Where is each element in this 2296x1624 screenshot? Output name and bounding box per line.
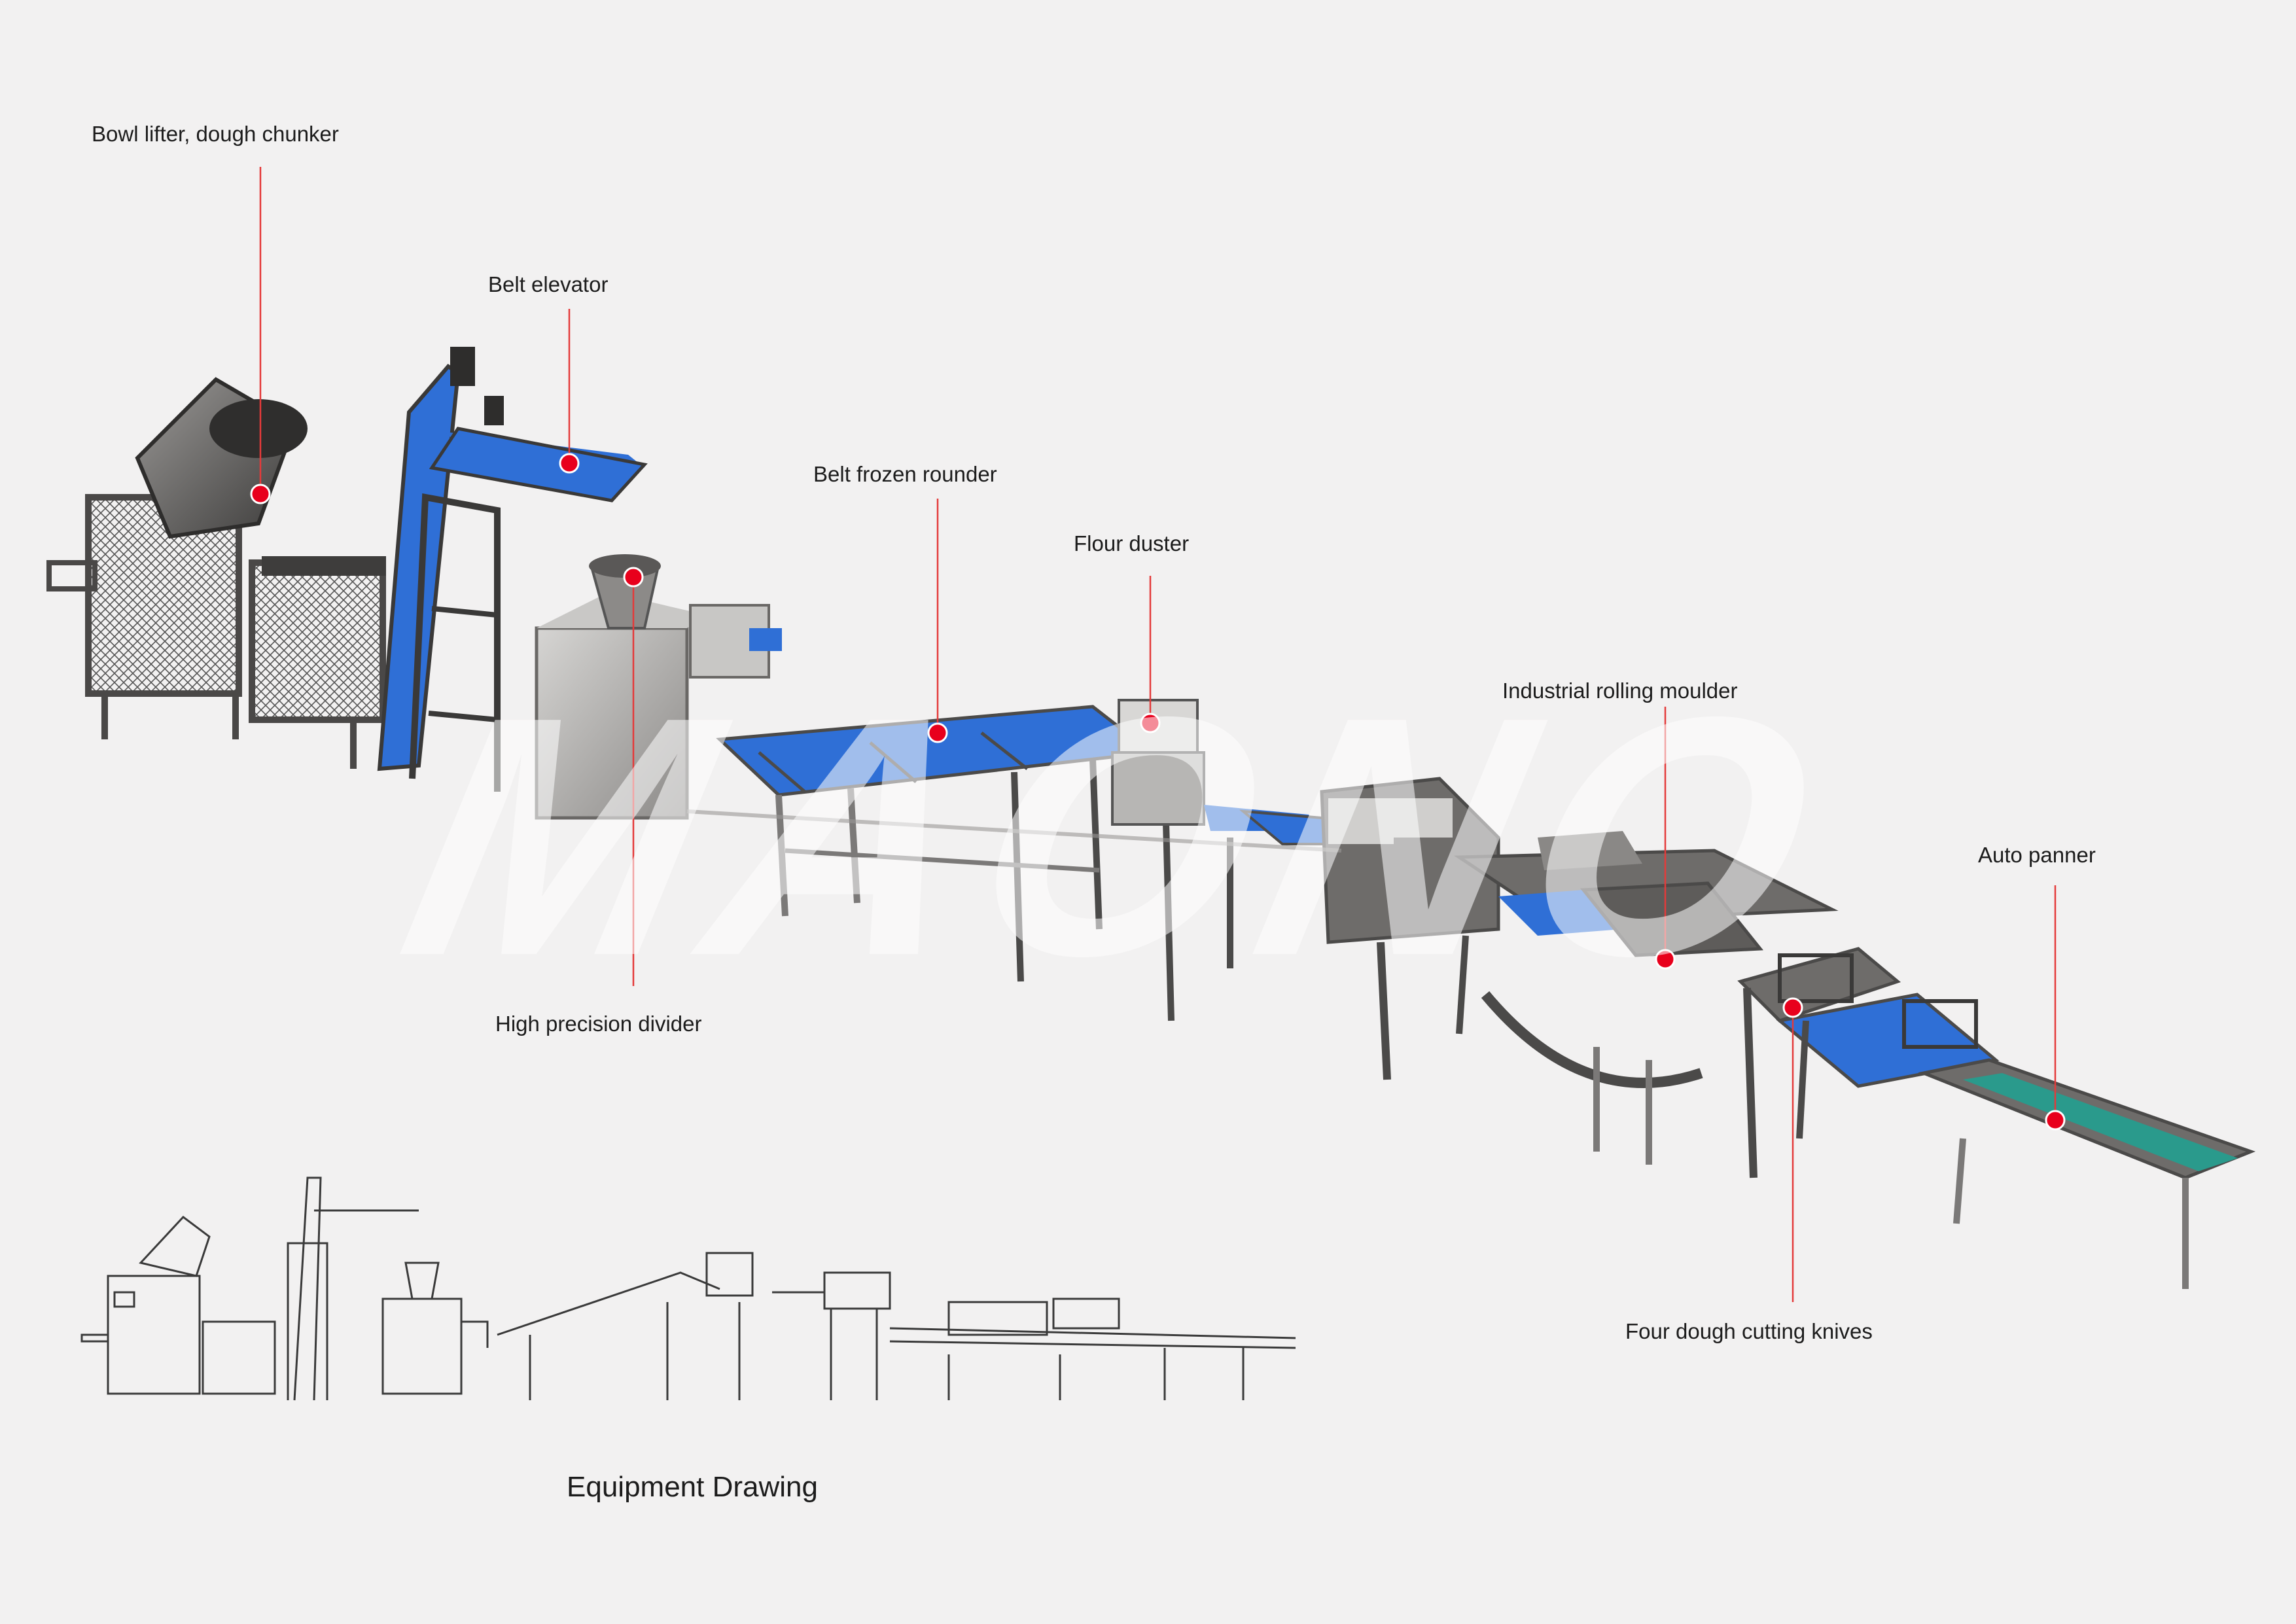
bowl-lifter-machine xyxy=(46,377,386,769)
belt-elevator-machine xyxy=(377,347,648,792)
marker-four-dough-cutting-knives xyxy=(1782,997,1803,1018)
label-belt-elevator: Belt elevator xyxy=(488,272,609,296)
marker-belt-elevator xyxy=(559,453,580,474)
high-precision-divider-machine xyxy=(535,554,782,820)
marker-auto-panner xyxy=(2045,1110,2066,1131)
marker-industrial-rolling-moulder xyxy=(1655,949,1676,970)
production-line-conveyor xyxy=(686,809,1342,853)
equipment-drawing-caption: Equipment Drawing xyxy=(567,1471,818,1503)
equipment-drawing xyxy=(80,1176,1296,1401)
label-flour-duster: Flour duster xyxy=(1074,531,1190,556)
label-bowl-lifter: Bowl lifter, dough chunker xyxy=(92,122,339,146)
flour-duster-machine xyxy=(1111,699,1369,968)
marker-high-precision-divider xyxy=(623,567,644,588)
label-industrial-rolling-moulder: Industrial rolling moulder xyxy=(1502,679,1738,703)
label-high-precision-divider: High precision divider xyxy=(495,1012,702,1036)
label-auto-panner: Auto panner xyxy=(1978,843,2096,867)
callout-markers xyxy=(250,453,2066,1131)
label-belt-frozen-rounder: Belt frozen rounder xyxy=(813,462,997,486)
leader-lines xyxy=(259,167,2057,1302)
label-four-dough-cutting-knives: Four dough cutting knives xyxy=(1625,1319,1873,1343)
auto-panner-machine xyxy=(1737,947,2256,1289)
marker-belt-frozen-rounder xyxy=(927,722,948,743)
industrial-rolling-moulder-machine xyxy=(1320,777,1839,1165)
marker-bowl-lifter xyxy=(250,484,271,504)
marker-flour-duster xyxy=(1140,713,1161,733)
